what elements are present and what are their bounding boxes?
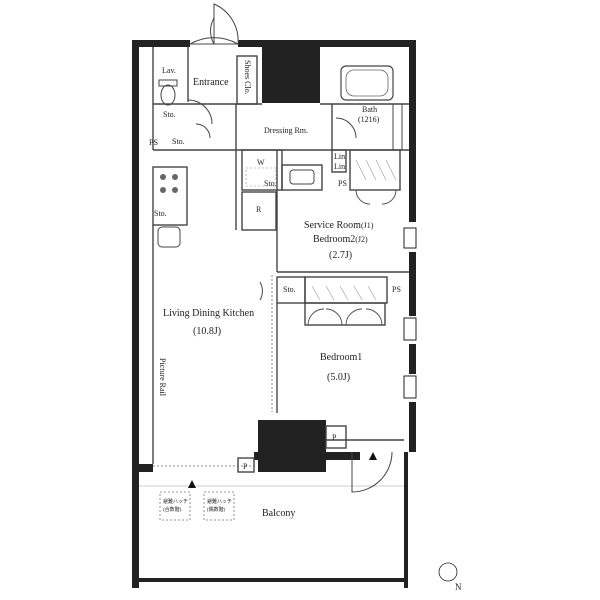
closet-hatching [311,159,397,301]
toilet-icon [158,79,178,106]
label-picture-rail: Picture Rail [158,358,167,397]
sliding-partitions [153,275,273,467]
label-ps-service: PS [338,179,347,188]
label-sto-2: Sto. [172,137,185,146]
interior-walls [152,47,409,473]
label-refrigerator: R [256,205,262,214]
label-sto-1: Sto. [163,110,176,119]
vanity-sink [289,169,315,185]
sink-icon [157,226,181,248]
label-bath-size: (1216) [358,115,380,124]
north-arrow-icon: N [438,562,462,592]
label-entrance: Entrance [193,77,229,88]
label-linen-2: Lin [334,162,345,171]
label-bedroom1-size: (5.0J) [327,372,350,383]
label-hatch-right-2: (偶数階) [207,506,226,513]
label-sto-dressing: Sto. [264,179,277,188]
label-dressing: Dressing Rm. [264,126,308,135]
label-ldk: Living Dining Kitchen [163,308,254,319]
bathtub [340,65,394,101]
label-sto-bedroom: Sto. [283,285,296,294]
label-hatch-left-2: (合数階) [163,506,182,513]
label-shoes-closet: Shoes Clo. [243,60,252,95]
label-p-2: P [243,462,248,471]
label-north: N [455,582,462,592]
label-bedroom2: Bedroom2(J2) [313,234,368,245]
label-bath: Bath [362,105,377,114]
label-washer: W [257,158,265,167]
closet-doors [307,189,397,326]
label-hatch-right-1: 避難ハッチ [207,498,232,505]
label-balcony: Balcony [262,508,295,519]
label-linen-1: Lin [334,152,345,161]
label-p-1: P [332,433,337,442]
doors [187,3,393,493]
stove-icon [160,174,178,193]
exterior-walls [132,40,416,588]
label-service-room: Service Room(J1) [304,220,374,231]
entry-arrow-icon [188,480,196,488]
label-ps-left: PS [149,138,158,147]
balcony-area [139,472,404,578]
label-sto-kitchen: Sto. [154,209,167,218]
label-service-size: (2.7J) [329,250,352,261]
label-bedroom1: Bedroom1 [320,352,362,363]
escape-hatches [159,491,235,521]
label-lav: Lav. [162,66,176,75]
label-hatch-left-1: 避難ハッチ [163,498,188,505]
label-ps-right: PS [392,285,401,294]
bath-wall-strip [392,103,403,151]
label-ldk-size: (10.8J) [193,326,221,337]
windows [403,227,417,399]
entry-arrow-icon [369,452,377,460]
